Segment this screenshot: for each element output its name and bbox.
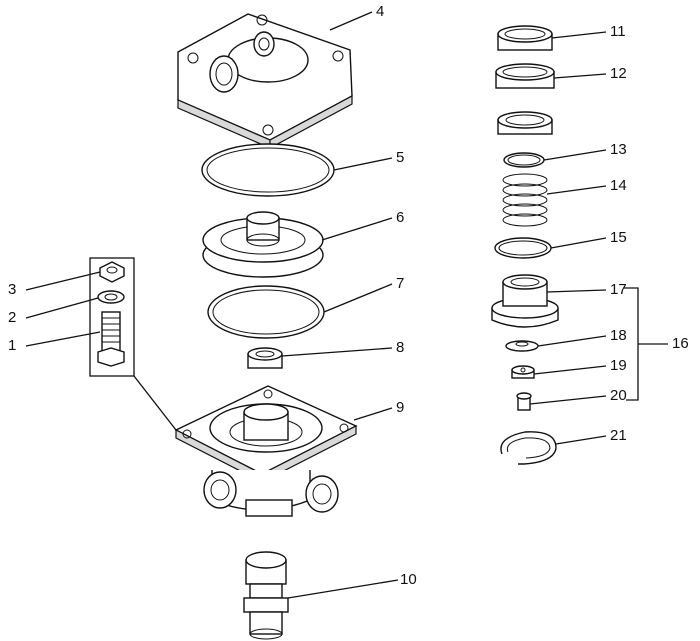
callout-5: 5 (396, 149, 404, 166)
part-15-o-ring (494, 237, 552, 259)
part-11-ring (497, 25, 553, 51)
part-18-valve-disc (505, 340, 539, 352)
part-13-small-o-ring (503, 152, 545, 168)
part-12-ring (495, 63, 555, 89)
part-5-o-ring (201, 143, 335, 197)
part-20-pin (516, 392, 532, 411)
callout-13: 13 (610, 141, 627, 158)
callout-12: 12 (610, 65, 627, 82)
callout-17: 17 (610, 281, 627, 298)
part-6-piston (202, 211, 324, 278)
callout-8: 8 (396, 339, 404, 356)
callout-10: 10 (400, 571, 417, 588)
part-2-washer (97, 290, 125, 304)
callout-3: 3 (8, 281, 16, 298)
part-4-top-cover (177, 13, 353, 150)
callout-2: 2 (8, 309, 16, 326)
part-10-fitting (243, 551, 289, 640)
callout-21: 21 (610, 427, 627, 444)
part-1-bolt (97, 311, 125, 367)
part-8-nut (247, 347, 283, 369)
part-7-o-ring (207, 285, 325, 339)
callout-14: 14 (610, 177, 627, 194)
part-3-nut (99, 261, 125, 283)
fastener-group-bracket (89, 257, 177, 431)
part-14-spring (502, 173, 548, 227)
callout-9: 9 (396, 399, 404, 416)
callout-16: 16 (672, 335, 689, 352)
callout-4: 4 (376, 3, 384, 20)
part-19-valve-cap (511, 365, 535, 379)
callout-11: 11 (610, 23, 626, 40)
leader-lines (25, 11, 668, 599)
part-9-body-housing (174, 385, 358, 517)
callout-19: 19 (610, 357, 627, 374)
part-21-snap-ring (500, 431, 557, 465)
callout-6: 6 (396, 209, 404, 226)
part-17-valve-seat (491, 274, 559, 328)
callout-7: 7 (396, 275, 404, 292)
part-13-ring-upper (497, 111, 553, 135)
callout-20: 20 (610, 387, 627, 404)
callout-labels: 4 5 6 7 8 9 10 3 2 1 11 12 13 14 15 17 1… (8, 3, 689, 588)
callout-15: 15 (610, 229, 627, 246)
callout-18: 18 (610, 327, 627, 344)
callout-1: 1 (8, 337, 16, 354)
